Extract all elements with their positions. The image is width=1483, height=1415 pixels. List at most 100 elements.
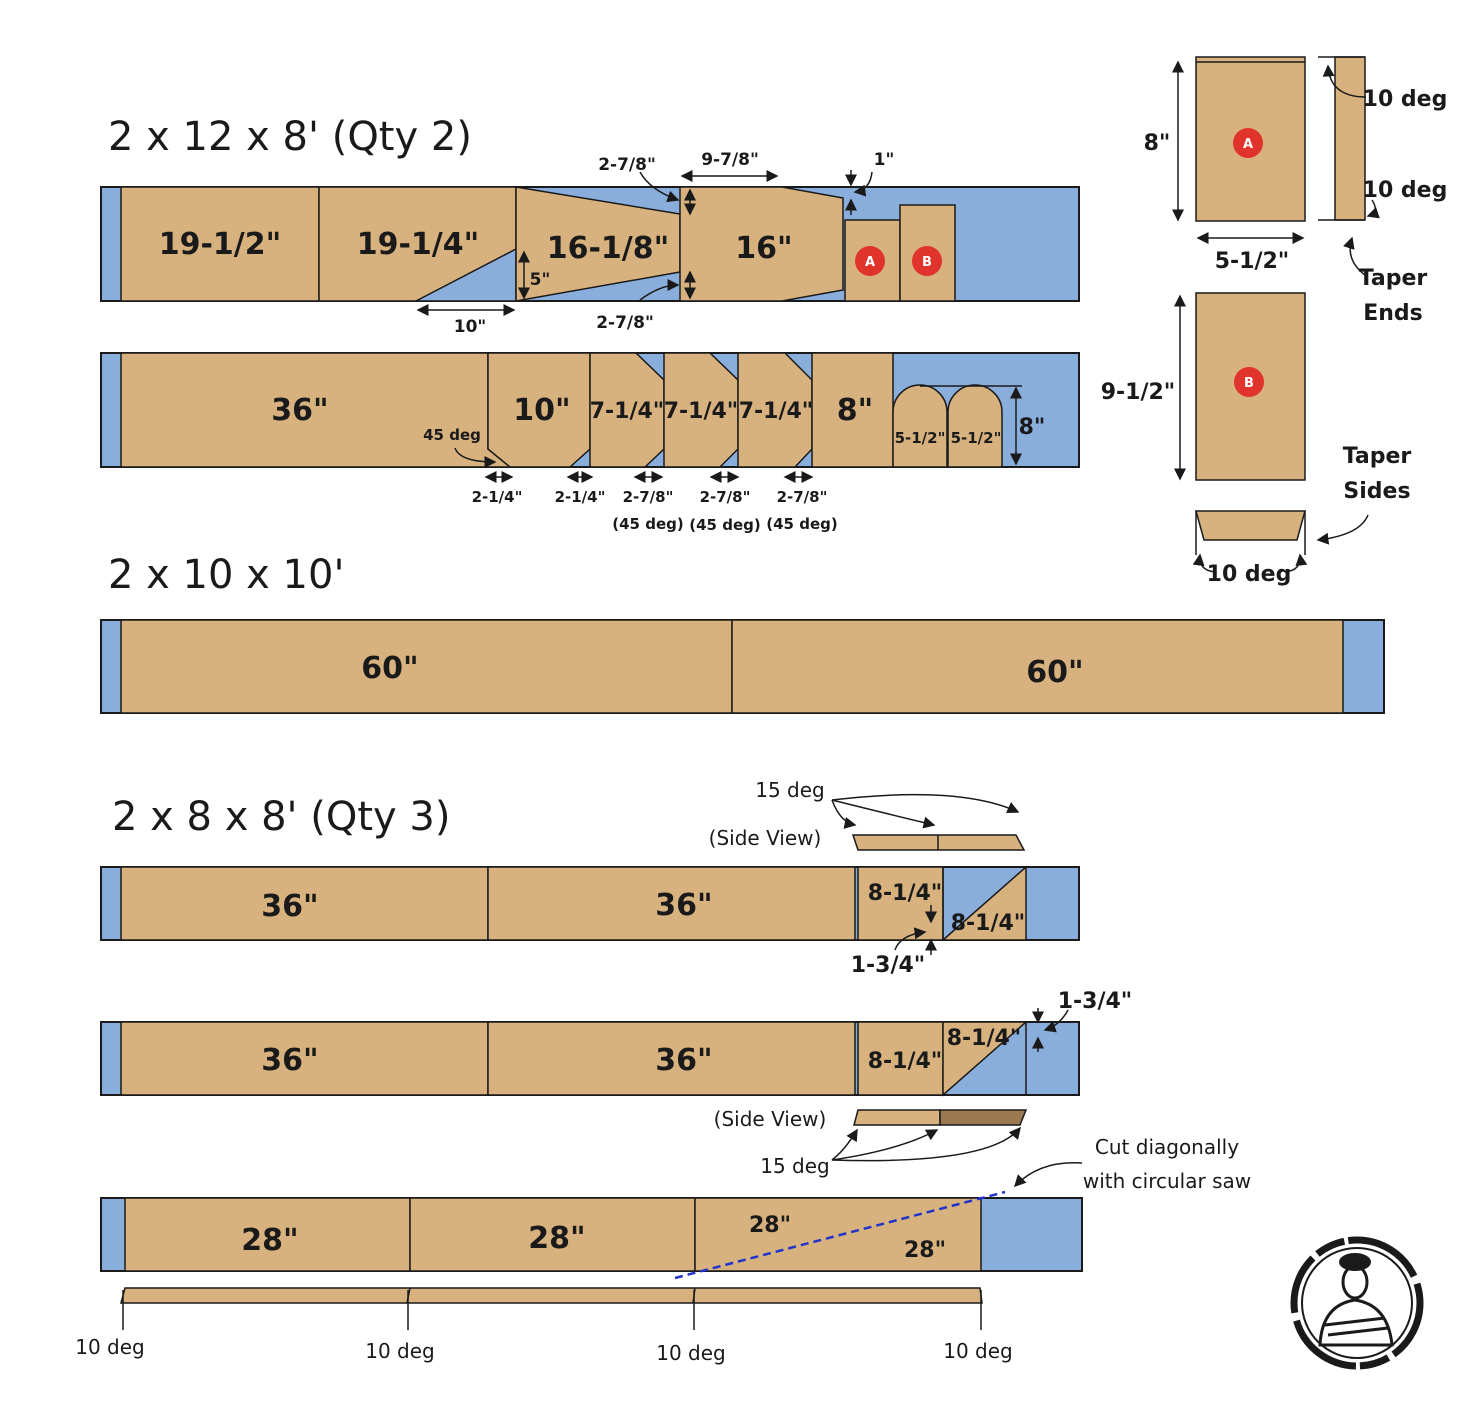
- deg-10-c: 10 deg: [656, 1341, 726, 1365]
- deg-15-bottom: 15 deg: [760, 1154, 830, 1178]
- detail-badge-b-text: B: [1244, 376, 1254, 391]
- label-8: 8": [837, 393, 874, 428]
- piece-19-1-2: [120, 186, 320, 302]
- section-title-2x10: 2 x 10 x 10': [108, 552, 344, 598]
- detail-badge-a: [1233, 128, 1263, 158]
- piece-28-c: [694, 1197, 982, 1272]
- arch-a: [892, 384, 948, 468]
- deg-10-a: 10 deg: [75, 1335, 145, 1359]
- bottom-dim-1: 2-1/4": [472, 488, 523, 506]
- piece-a: [844, 219, 901, 302]
- board-2x12-b: 36" 10" 7-1/4" 7-1/4" 7-1/4" 8" 5-1/2" 5…: [100, 352, 1080, 534]
- section-title-2x8: 2 x 8 x 8' (Qty 3): [112, 794, 450, 840]
- deg-15-top: 15 deg: [755, 778, 825, 802]
- dim-1: 1": [874, 150, 895, 170]
- label-16-1-8: 16-1/8": [547, 231, 670, 266]
- label-36: 36": [271, 393, 328, 428]
- label-10: 10": [513, 393, 570, 428]
- bottom-dim-2: 2-1/4": [555, 488, 606, 506]
- bottom-deg-1: (45 deg): [612, 515, 683, 533]
- side-view-top-label: (Side View): [709, 826, 822, 850]
- badge-a: [855, 246, 885, 276]
- badge-a-text: A: [865, 255, 875, 270]
- label-28-c: 28": [749, 1213, 791, 1238]
- label-60-b: 60": [1026, 655, 1083, 690]
- taper-sides-2: Sides: [1343, 479, 1410, 504]
- label-36-a: 36": [261, 889, 318, 924]
- label-16: 16": [735, 231, 792, 266]
- bottom-dim-5: 2-7/8": [777, 488, 828, 506]
- arch-label-b: 5-1/2": [951, 429, 1002, 447]
- diagonal-cut-line: [674, 1190, 1006, 1280]
- dim-2-7-8-bottom: 2-7/8": [596, 313, 654, 333]
- brand-logo: [1290, 1236, 1424, 1370]
- label-28-d: 28": [904, 1238, 946, 1263]
- label-8-1-4-d: 8-1/4": [947, 1026, 1022, 1051]
- piece-36-d: [487, 1021, 856, 1096]
- label-45-deg: 45 deg: [423, 426, 481, 444]
- side-view-bottom: (Side View) 15 deg: [714, 1107, 1028, 1178]
- board-2x8-b: 36" 36" 8-1/4" 8-1/4" 1-3/4": [100, 989, 1133, 1097]
- label-7-1-4-c: 7-1/4": [739, 399, 814, 424]
- detail-a-deg-top: 10 deg: [1363, 87, 1448, 112]
- label-8-1-4-a: 8-1/4": [868, 881, 943, 906]
- detail-badge-b: [1234, 367, 1264, 397]
- piece-36-b: [487, 866, 856, 941]
- deg-10-b: 10 deg: [365, 1339, 435, 1363]
- board-2x8-c: 28" 28" 28" 28" Cut diagonally with circ…: [75, 1135, 1251, 1365]
- dim-10: 10": [454, 317, 487, 337]
- label-19-1-2: 19-1/2": [159, 227, 282, 262]
- bottom-deg-3: (45 deg): [766, 515, 837, 533]
- piece-36-a: [120, 866, 489, 941]
- label-60-a: 60": [361, 651, 418, 686]
- piece-8-1-4-a: [857, 866, 944, 941]
- taper-ends-2: Ends: [1363, 301, 1423, 326]
- arch-b: [947, 384, 1003, 468]
- taper-sides-1: Taper: [1343, 444, 1412, 469]
- arch-height: 8": [1019, 415, 1046, 440]
- board-2x8-a: 36" 36" 8-1/4" 8-1/4" 1-3/4": [100, 865, 1080, 978]
- board-2x12-a: 19-1/2" 19-1/4" 16-1/8" 16" A B 2-7/8" 9…: [100, 150, 1080, 337]
- bottom-dim-4: 2-7/8": [700, 488, 751, 506]
- detail-a-width: 5-1/2": [1215, 249, 1290, 274]
- bottom-deg-2: (45 deg): [689, 516, 760, 534]
- board-2x10: 60" 60": [100, 619, 1385, 714]
- label-28-b: 28": [528, 1221, 585, 1256]
- piece-detail-panel: A 8" 5-1/2" 10 deg 10 deg Taper Ends B 9…: [1101, 56, 1448, 587]
- detail-b-deg: 10 deg: [1207, 562, 1292, 587]
- label-7-1-4-a: 7-1/4": [590, 399, 665, 424]
- label-36-b: 36": [655, 888, 712, 923]
- label-19-1-4: 19-1/4": [357, 227, 480, 262]
- detail-a-height: 8": [1144, 131, 1171, 156]
- piece-8-1-4-c: [857, 1021, 944, 1096]
- label-8-1-4-c: 8-1/4": [868, 1049, 943, 1074]
- cut-note-line-1: Cut diagonally: [1095, 1135, 1239, 1159]
- side-view-top: 15 deg (Side View): [709, 778, 1026, 851]
- piece-60-b: [731, 619, 1344, 714]
- piece-36-c: [120, 1021, 489, 1096]
- badge-b-text: B: [922, 255, 932, 270]
- detail-b-height: 9-1/2": [1101, 380, 1176, 405]
- label-8-1-4-b: 8-1/4": [951, 911, 1026, 936]
- dim-1-3-4-a: 1-3/4": [851, 953, 926, 978]
- piece-60-a: [120, 619, 733, 714]
- dim-5: 5": [530, 270, 551, 290]
- label-36-c: 36": [261, 1043, 318, 1078]
- piece-16: [679, 186, 844, 302]
- piece-8-1-4-b: [941, 865, 1027, 941]
- side-view-bottom-label: (Side View): [714, 1107, 827, 1131]
- arch-label-a: 5-1/2": [895, 429, 946, 447]
- dim-1-3-4-b: 1-3/4": [1058, 989, 1133, 1014]
- section-title-2x12: 2 x 12 x 8' (Qty 2): [108, 114, 472, 160]
- label-36-d: 36": [655, 1043, 712, 1078]
- bottom-dim-3: 2-7/8": [623, 488, 674, 506]
- badge-b: [912, 246, 942, 276]
- taper-ends-1: Taper: [1359, 266, 1428, 291]
- piece-8: [811, 352, 894, 468]
- detail-badge-a-text: A: [1243, 137, 1253, 152]
- deg-10-d: 10 deg: [943, 1339, 1013, 1363]
- piece-28-a: [124, 1197, 411, 1272]
- label-28-a: 28": [241, 1223, 298, 1258]
- label-7-1-4-b: 7-1/4": [664, 399, 739, 424]
